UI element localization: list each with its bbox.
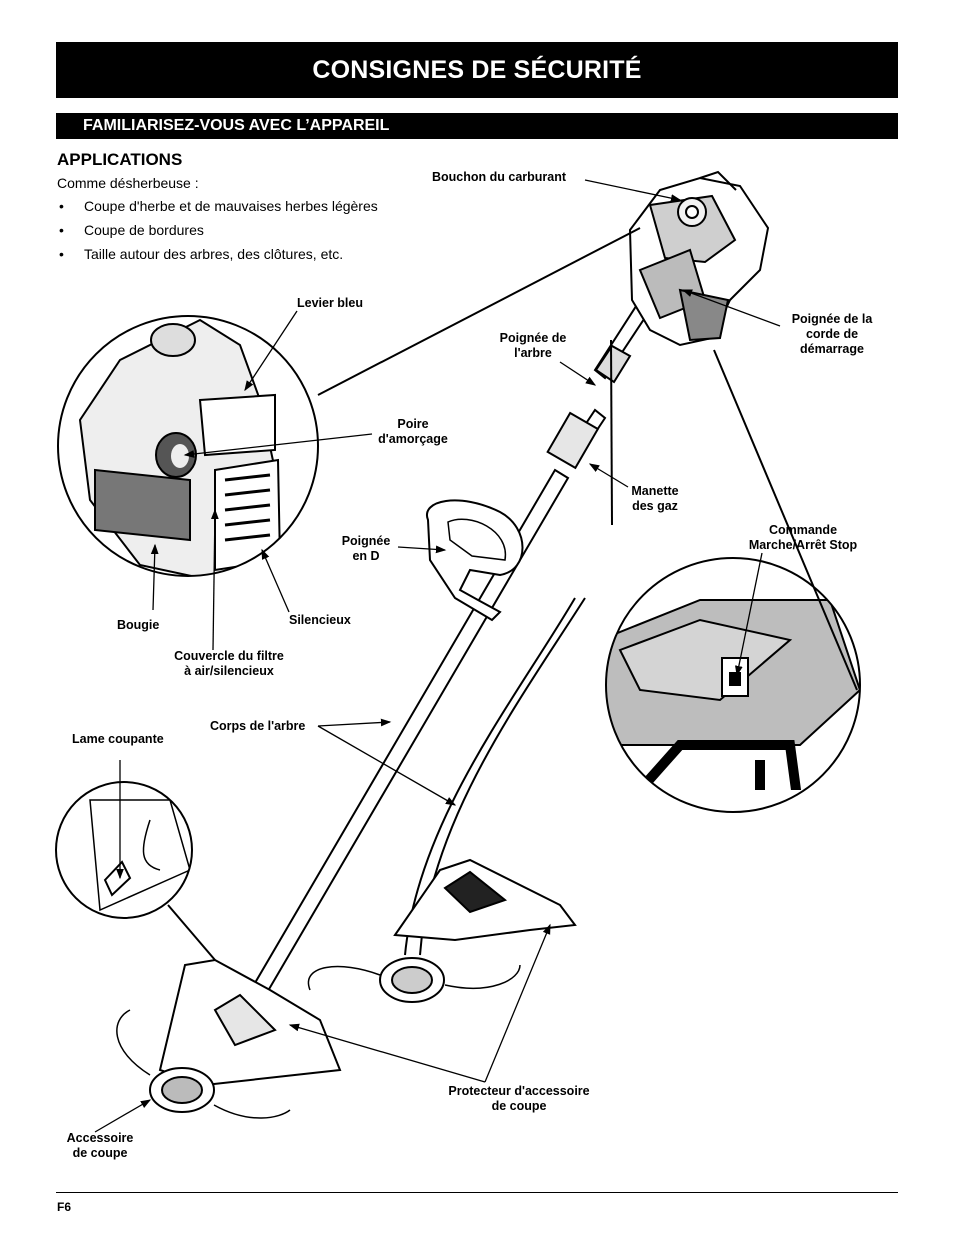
list-item: •Coupe d'herbe et de mauvaises herbes lé…: [59, 198, 378, 214]
curved-shield-drawing: [307, 858, 577, 1003]
section-title: FAMILIARISEZ-VOUS AVEC L’APPAREIL: [56, 113, 898, 139]
label-spark-plug: Bougie: [117, 618, 160, 632]
applications-heading: APPLICATIONS: [57, 150, 183, 169]
label-shaft: Corps de l'arbre: [210, 719, 306, 733]
footer-divider: [56, 1192, 898, 1193]
switch-detail-circle: [606, 558, 860, 812]
d-handle-drawing: [425, 499, 524, 622]
applications-intro: Comme désherbeuse :: [57, 175, 199, 191]
page-title: CONSIGNES DE SÉCURITÉ: [56, 42, 898, 98]
blade-magnifier: [55, 781, 193, 919]
list-item: •Taille autour des arbres, des clôtures,…: [59, 246, 344, 262]
switch-magnifier: [605, 557, 861, 813]
bullet-icon: •: [59, 222, 64, 238]
engine-drawing: [628, 170, 770, 347]
engine-magnifier: [57, 315, 319, 577]
label-muffler: Silencieux: [289, 613, 351, 627]
page-number: F6: [57, 1200, 72, 1214]
blade-detail-circle: [56, 782, 192, 918]
bullet-icon: •: [59, 198, 64, 214]
straight-shield-drawing: [116, 958, 342, 1119]
label-cutting-blade: Lame coupante: [72, 732, 164, 746]
engine-detail-circle: [58, 316, 318, 576]
list-item: •Coupe de bordures: [59, 222, 204, 238]
bullet-icon: •: [59, 246, 64, 262]
label-blue-lever: Levier bleu: [297, 296, 363, 310]
applications-list: •Coupe d'herbe et de mauvaises herbes lé…: [57, 198, 378, 270]
label-fuel-cap: Bouchon du carburant: [432, 170, 567, 184]
